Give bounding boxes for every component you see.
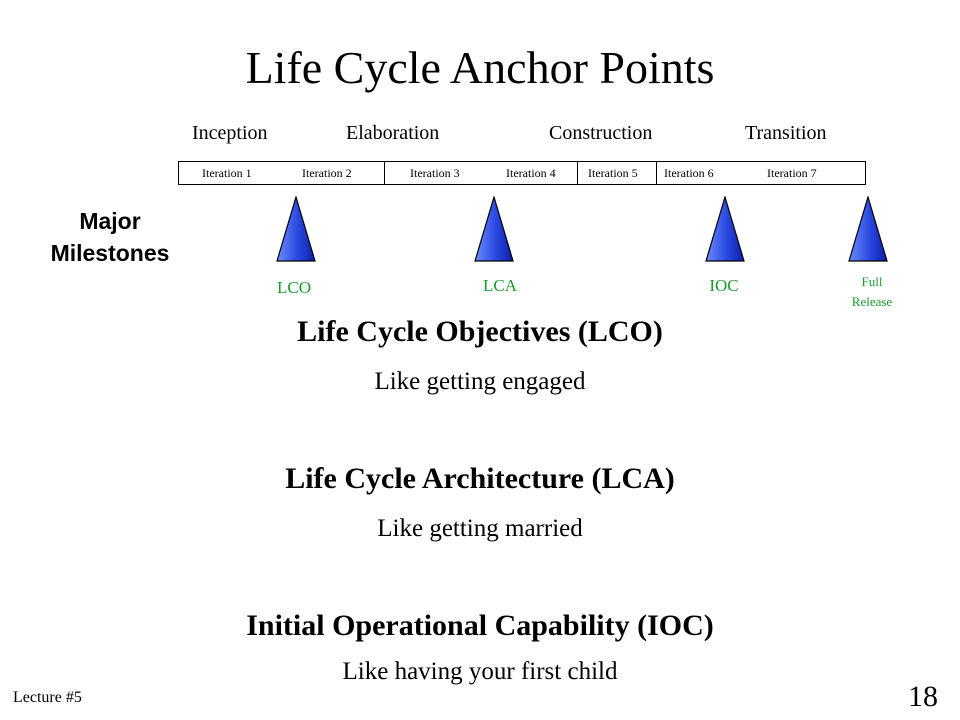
iteration-2: Iteration 2 <box>302 166 352 180</box>
milestone-full-release-label: Full Release <box>830 272 914 312</box>
page-number: 18 <box>908 680 938 713</box>
milestone-ioc-triangle-icon <box>705 196 745 262</box>
iteration-7: Iteration 7 <box>767 166 817 180</box>
slide-title: Life Cycle Anchor Points <box>245 42 715 93</box>
milestone-lca-label: LCA <box>483 276 517 295</box>
iteration-5: Iteration 5 <box>588 166 638 180</box>
phase-inception: Inception <box>192 122 268 144</box>
section-ioc-text: Like having your first child <box>342 658 618 685</box>
section-lca-text: Like getting married <box>377 515 583 542</box>
milestone-lco-label: LCO <box>277 278 311 297</box>
full-release-line2: Release <box>851 294 893 309</box>
section-lco-text: Like getting engaged <box>374 368 586 395</box>
full-release-line1: Full <box>861 274 883 289</box>
section-ioc-heading: Initial Operational Capability (IOC) <box>246 609 714 642</box>
milestone-ioc-label: IOC <box>709 276 739 295</box>
iteration-4: Iteration 4 <box>506 166 556 180</box>
major-milestones-line1: Major <box>79 208 141 234</box>
milestone-lco-triangle-icon <box>276 196 316 262</box>
section-lca-heading: Life Cycle Architecture (LCA) <box>285 462 675 495</box>
iteration-1: Iteration 1 <box>202 166 252 180</box>
phase-elaboration: Elaboration <box>346 122 440 144</box>
milestone-full-release-triangle-icon <box>848 196 888 262</box>
phase-construction: Construction <box>549 122 653 144</box>
section-lco-heading: Life Cycle Objectives (LCO) <box>297 315 663 348</box>
iteration-3: Iteration 3 <box>410 166 460 180</box>
iteration-divider <box>656 161 657 185</box>
iteration-divider <box>384 161 385 185</box>
iteration-bar <box>178 161 866 185</box>
major-milestones-label: Major Milestones <box>40 205 180 269</box>
footer-lecture: Lecture #5 <box>13 689 82 706</box>
phase-transition: Transition <box>745 122 827 144</box>
major-milestones-line2: Milestones <box>50 240 170 266</box>
iteration-divider <box>577 161 578 185</box>
iteration-6: Iteration 6 <box>664 166 714 180</box>
milestone-lca-triangle-icon <box>474 196 514 262</box>
